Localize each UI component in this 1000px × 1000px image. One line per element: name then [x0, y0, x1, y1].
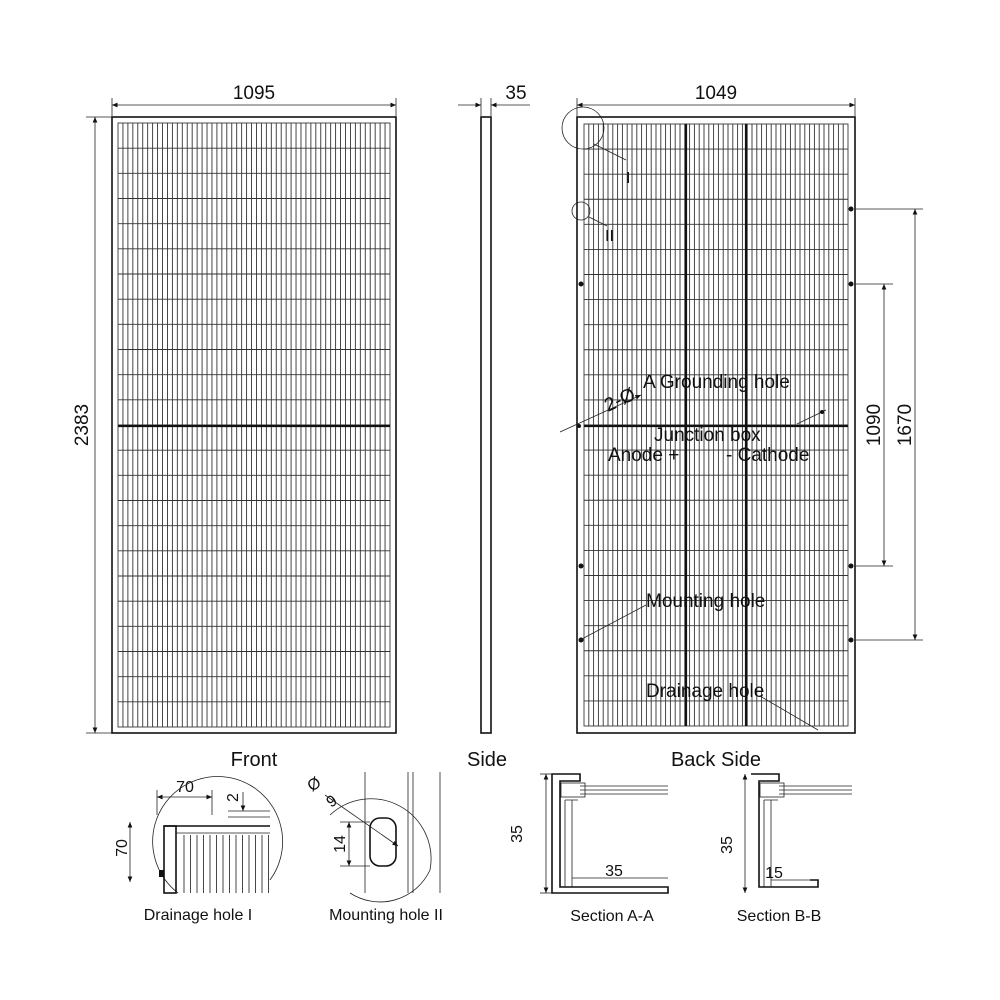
section-a-caption: Section A-A — [570, 908, 654, 925]
side-panel-profile — [480, 116, 492, 734]
detail-ii-circle — [571, 201, 591, 221]
drainage-slot — [159, 870, 164, 877]
detail-drainage-hole: 70 70 2 Drainage hole I — [114, 776, 284, 924]
section-b-b: 35 15 Section B-B — [719, 773, 852, 925]
mounting-diameter-symbol: Ø — [305, 774, 325, 795]
mounting-hole-leader — [579, 604, 647, 641]
mounting-caption: Mounting hole II — [329, 907, 443, 924]
drainage-hole-leader — [759, 695, 819, 731]
mounting-hole-marker — [578, 563, 584, 569]
section-b-height-dimension: 35 — [719, 836, 736, 854]
front-view: 1095 2383 Front — [72, 83, 397, 771]
drainage-height-dimension: 70 — [114, 839, 131, 857]
mounting-spacing-inner: 1090 — [864, 404, 885, 446]
mounting-hole-marker — [848, 206, 854, 212]
detail-i-label: I — [626, 170, 630, 187]
detail-ii-label: II — [605, 228, 614, 245]
back-width-dimension: 1049 — [695, 83, 737, 104]
section-a-height-dimension: 35 — [509, 825, 526, 843]
side-view: 35 Side — [458, 83, 530, 771]
back-view: 1049 I II 1090 1670 — [559, 83, 923, 771]
section-a-width-dimension: 35 — [605, 863, 623, 880]
section-a-profile — [551, 773, 669, 894]
front-width-dimension: 1095 — [233, 83, 275, 104]
mounting-height-dimension: 14 — [332, 835, 349, 853]
side-thickness-dimension: 35 — [505, 83, 526, 104]
back-panel-frame — [576, 116, 856, 734]
front-height-dimension: 2383 — [72, 404, 93, 446]
detail-mounting-hole: Ø 9 14 Mounting hole II — [305, 772, 443, 924]
section-a-inner — [564, 799, 578, 887]
mounting-hole-label: Mounting hole — [646, 591, 765, 612]
drainage-small-dimension: 2 — [225, 793, 242, 802]
section-b-caption: Section B-B — [737, 908, 821, 925]
drainage-caption: Drainage hole I — [144, 907, 253, 924]
drainage-hole-label: Drainage hole — [646, 681, 764, 702]
mounting-hole-marker — [848, 281, 854, 287]
mounting-spacing-outer: 1670 — [895, 404, 916, 446]
grounding-prefix: 2-Ø — [601, 384, 639, 417]
grounding-hole-label: A Grounding hole — [643, 372, 790, 393]
drainage-frame-edge — [163, 825, 177, 894]
side-caption: Side — [467, 749, 507, 771]
section-b-profile — [751, 773, 819, 888]
mounting-detail-circle — [329, 798, 432, 903]
front-caption: Front — [231, 749, 278, 771]
front-panel-frame — [111, 116, 397, 734]
mounting-hole-marker — [578, 281, 584, 287]
section-a-a: 35 35 Section A-A — [509, 773, 669, 925]
section-b-inner — [763, 799, 778, 887]
grounding-hole-marker — [820, 410, 824, 414]
detail-i-circle — [561, 106, 605, 150]
drainage-width-dimension: 70 — [176, 779, 194, 796]
drainage-detail-circle — [152, 776, 284, 894]
grounding-hole-marker — [577, 424, 581, 428]
cathode-label: - Cathode — [726, 445, 809, 466]
section-b-width-dimension: 15 — [765, 865, 783, 882]
anode-label: Anode + — [608, 445, 679, 466]
junction-box-label: Junction box — [654, 425, 761, 446]
mounting-hole-marker — [848, 563, 854, 569]
drainage-cell-lines — [183, 835, 269, 893]
back-caption: Back Side — [671, 749, 761, 771]
mounting-hole-marker — [848, 637, 854, 643]
